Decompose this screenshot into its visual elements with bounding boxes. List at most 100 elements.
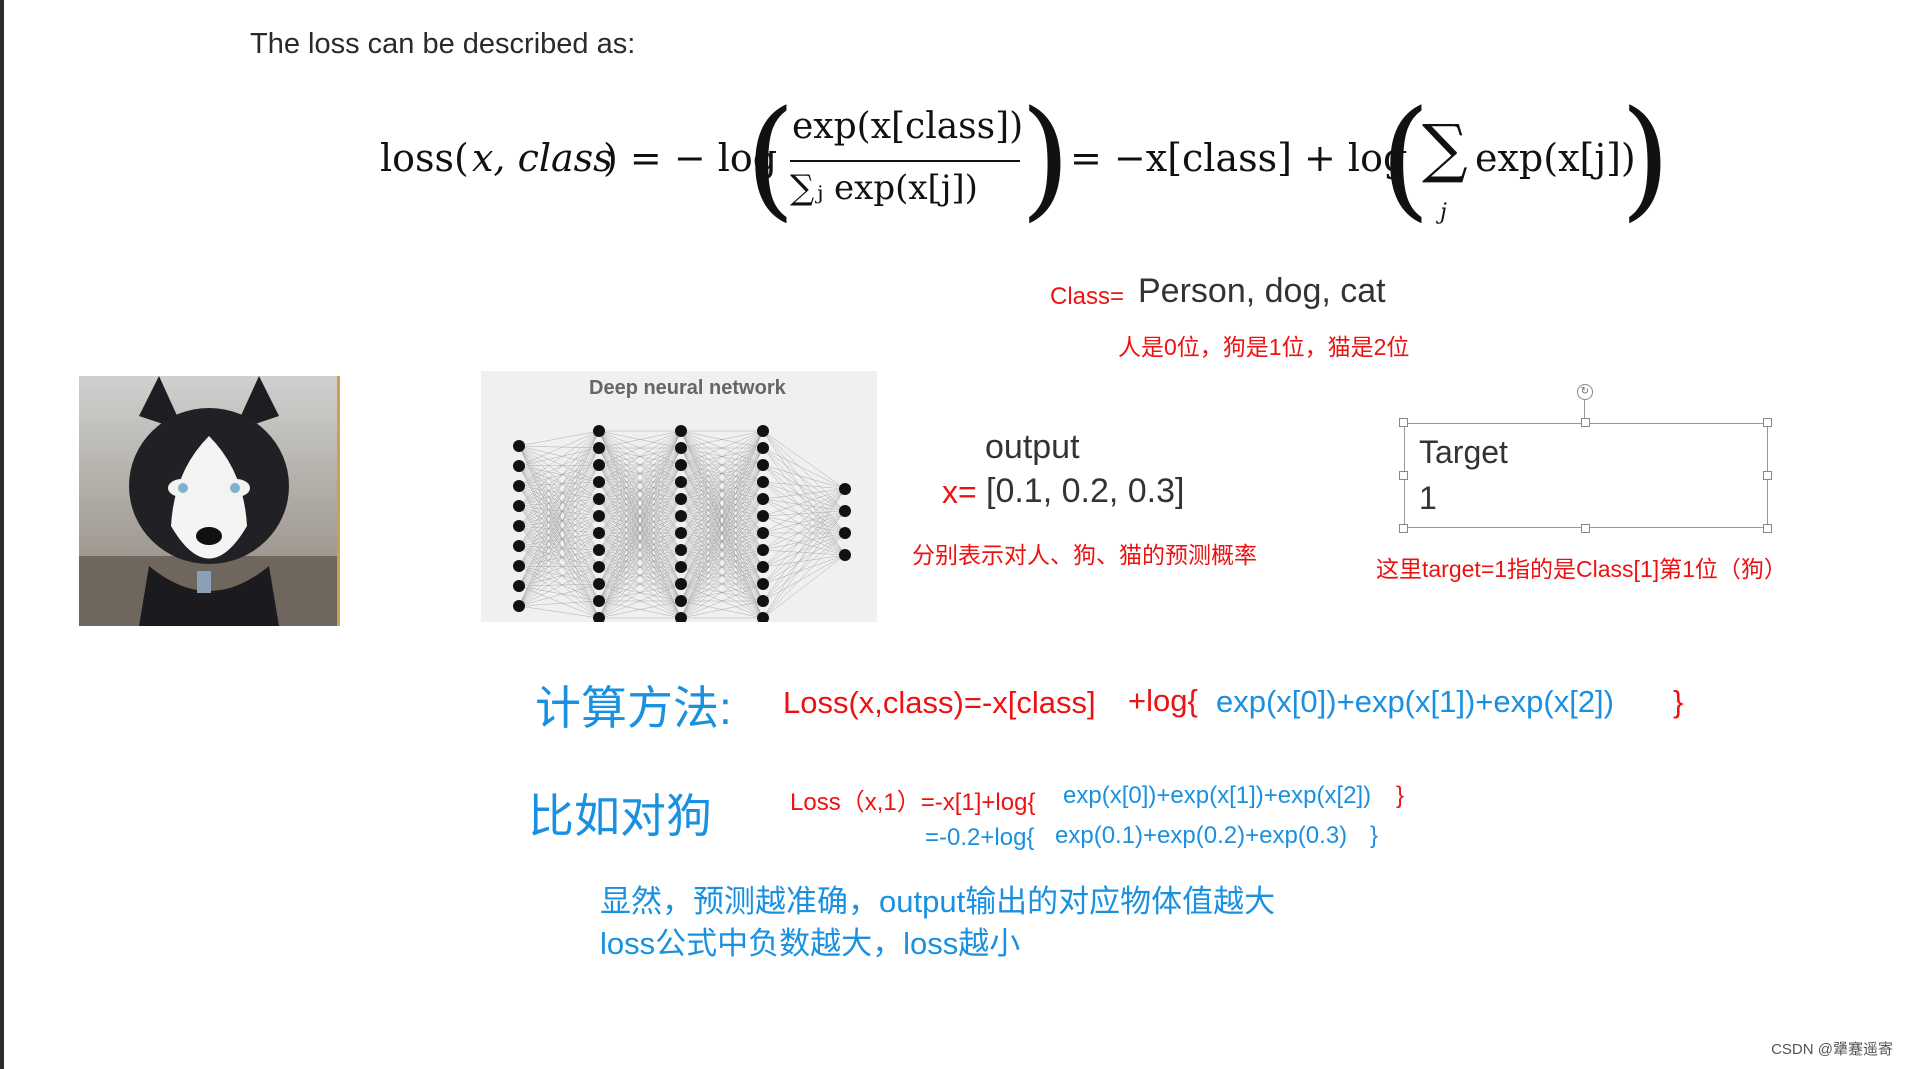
rotate-handle-icon[interactable]: ↻ [1577,384,1593,400]
target-note: 这里target=1指的是Class[1]第1位（狗） [1376,550,1787,584]
dnn-edge [519,431,599,606]
dnn-node [839,505,851,517]
resize-handle-ml[interactable] [1399,471,1408,480]
dnn-edge [763,533,845,618]
class-label: Class= [1050,283,1124,311]
class-values: Person, dog, cat [1138,272,1386,311]
dnn-node [757,561,769,573]
sum-body: exp(x[j]) [1475,136,1636,180]
dnn-node [675,442,687,454]
class-note: 人是0位，狗是1位，猫是2位 [1118,328,1409,362]
dnn-edge [763,489,845,618]
dnn-node [757,578,769,590]
example-title: 比如对狗 [528,780,712,846]
loss-formula: loss( x, class ) = − log ( exp(x[class])… [380,92,1670,242]
dnn-node [757,493,769,505]
deep-neural-network-image: Deep neural network [481,371,877,622]
conclusion-line-2: loss公式中负数越大，loss越小 [600,918,1020,963]
conclusion-line-1: 显然，预测越准确，output输出的对应物体值越大 [600,876,1275,921]
target-textbox[interactable]: Target 1 [1404,423,1768,528]
output-label: output [985,428,1080,467]
dnn-node [593,442,605,454]
dnn-node [593,510,605,522]
dnn-node [757,595,769,607]
dnn-edge [519,601,599,606]
dnn-node [757,459,769,471]
dnn-node [593,476,605,488]
resize-handle-tr[interactable] [1763,418,1772,427]
dnn-node [593,544,605,556]
dnn-edge [519,566,599,584]
husky-image [79,376,340,626]
sum-symbol: ∑ [1422,112,1468,186]
dnn-node [675,493,687,505]
dnn-node [513,520,525,532]
dnn-edge [763,489,845,533]
dnn-node [593,561,605,573]
dnn-node [513,460,525,472]
dnn-edge [519,446,599,465]
dnn-edge [519,446,599,448]
dnn-node [839,527,851,539]
resize-handle-bl[interactable] [1399,524,1408,533]
resize-handle-tm[interactable] [1581,418,1590,427]
example-line1-blue: exp(x[0])+exp(x[1])+exp(x[2]) [1063,782,1371,810]
dnn-edge [519,431,599,446]
dnn-node [513,480,525,492]
dnn-node [675,476,687,488]
dnn-node [593,493,605,505]
dnn-node [757,442,769,454]
dnn-node [675,459,687,471]
formula-numerator: exp(x[class]) [792,106,1023,147]
example-line1-red: Loss（x,1）=-x[1]+log{ [790,782,1035,817]
dnn-node [675,595,687,607]
formula-loss: loss( [380,136,469,180]
dnn-edge [763,533,845,601]
dnn-node [675,425,687,437]
method-formula-blue: exp(x[0])+exp(x[1])+exp(x[2]) [1216,684,1614,720]
dnn-node [593,527,605,539]
dnn-edge [763,431,845,533]
formula-args: x, class [472,136,613,180]
dnn-node [757,476,769,488]
dnn-node [675,527,687,539]
output-note: 分别表示对人、狗、猫的预测概率 [912,536,1257,570]
dnn-edge [519,499,599,566]
x-values: [0.1, 0.2, 0.3] [986,472,1184,511]
dnn-edge [519,526,599,618]
left-border [0,0,4,1069]
example-line2-close: } [1370,822,1378,850]
target-value: 1 [1419,480,1437,517]
method-formula-red: Loss(x,class)=-x[class] [783,685,1096,721]
dnn-edge [519,606,599,618]
method-formula-log: +log{ [1128,683,1198,719]
resize-handle-tl[interactable] [1399,418,1408,427]
dnn-node [839,483,851,495]
example-line2-red: =-0.2+log{ [925,824,1034,852]
dnn-node [675,544,687,556]
dnn-edge [519,567,599,586]
dnn-node [513,600,525,612]
formula-denominator: ∑ⱼ exp(x[j]) [790,168,978,208]
example-line1-close: } [1396,782,1404,810]
dnn-node [839,549,851,561]
dnn-node [675,578,687,590]
right-paren-1: ) [1020,82,1071,234]
dnn-node [757,527,769,539]
method-formula-close: } [1673,684,1683,720]
dnn-node [513,540,525,552]
dnn-node [757,544,769,556]
dnn-node [593,425,605,437]
resize-handle-br[interactable] [1763,524,1772,533]
dnn-node [757,425,769,437]
dnn-node [675,561,687,573]
left-paren-1: ( [745,82,796,234]
right-paren-2: ) [1620,82,1671,234]
method-title: 计算方法: [535,672,732,738]
dnn-node [593,578,605,590]
dnn-node [675,510,687,522]
dnn-edge [763,555,845,567]
resize-handle-bm[interactable] [1581,524,1590,533]
dnn-node [593,595,605,607]
resize-handle-mr[interactable] [1763,471,1772,480]
